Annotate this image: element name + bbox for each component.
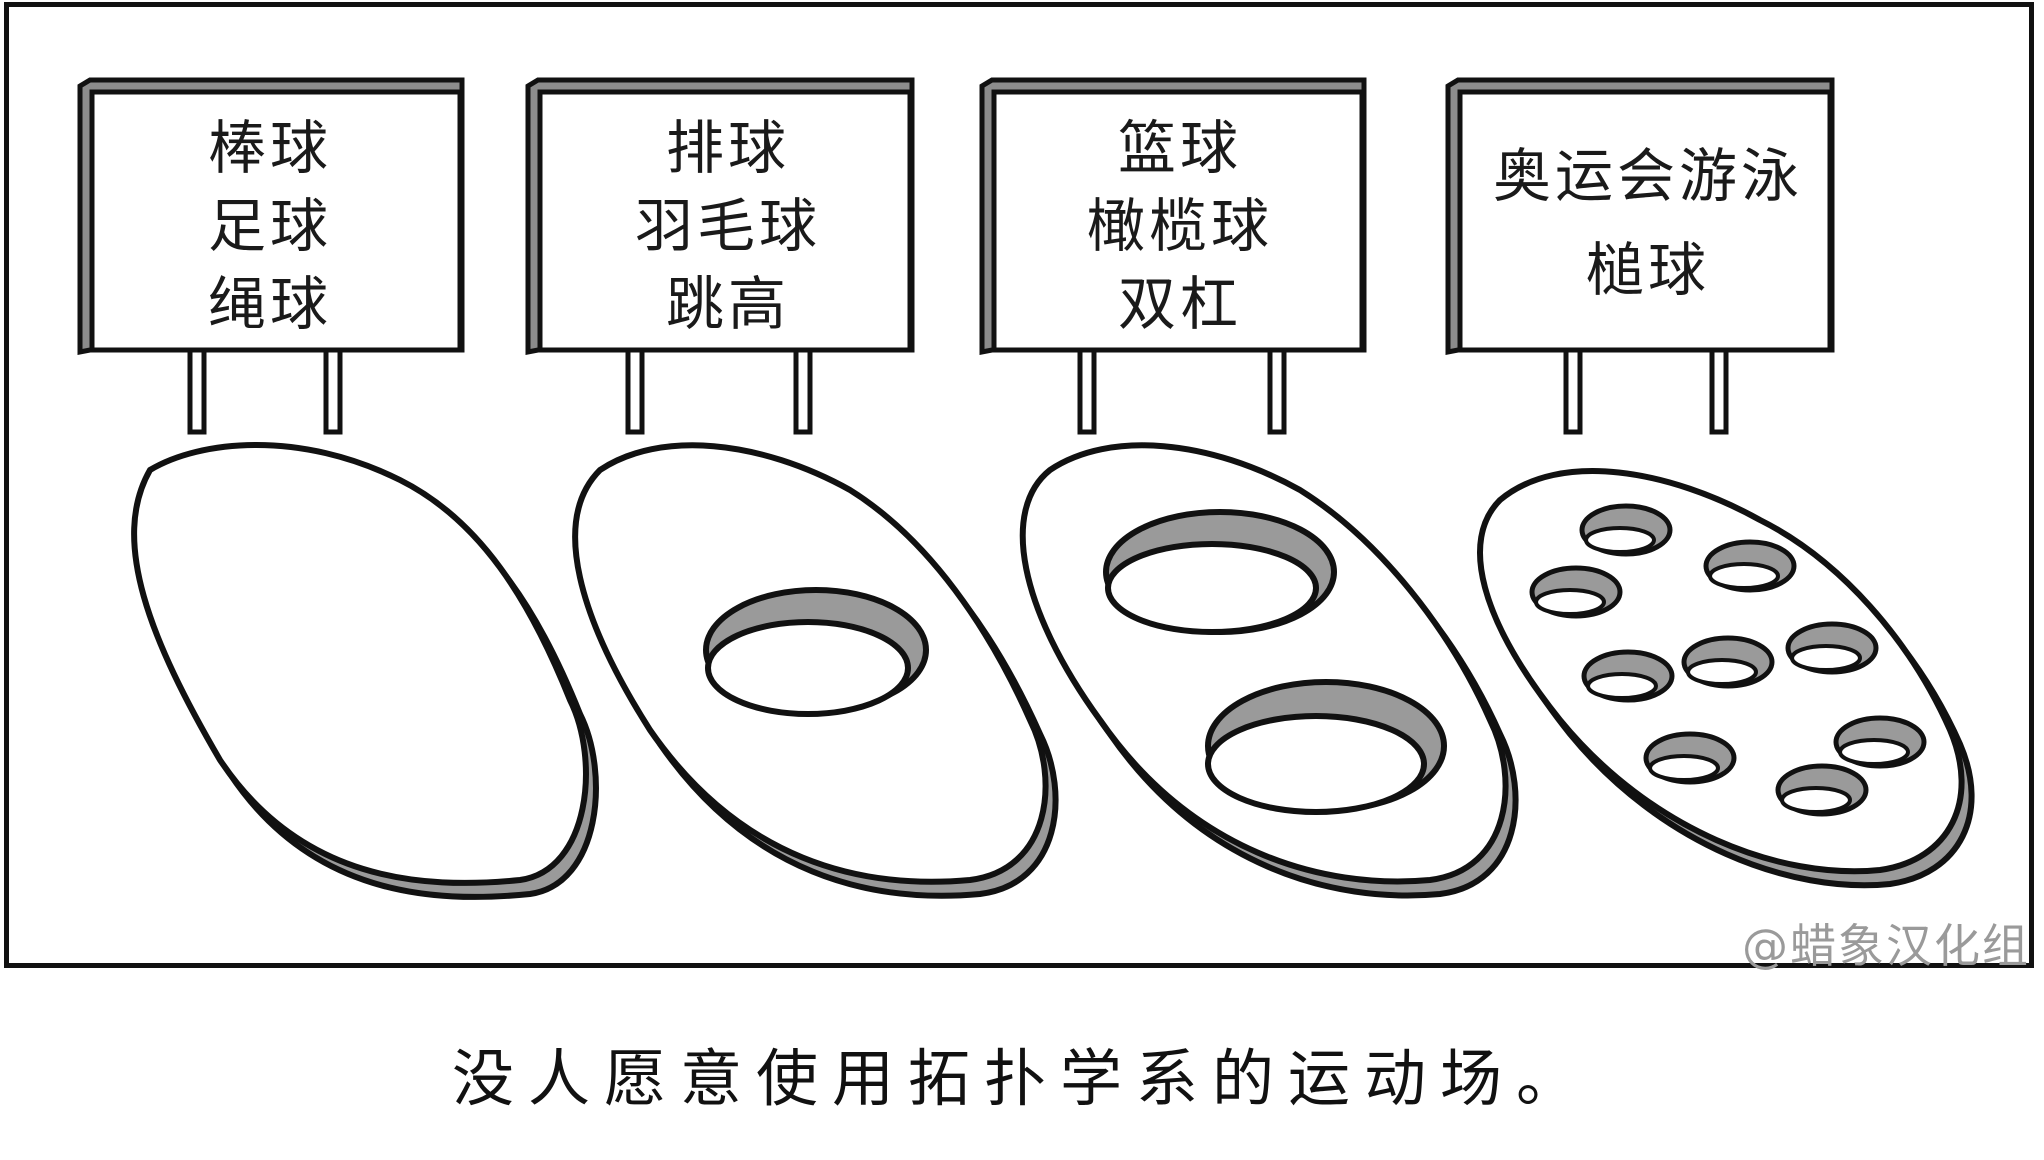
- sign-4-post-right: [1709, 337, 1729, 435]
- small-holes: [1529, 503, 1927, 817]
- sign-2-line-3: 跳高: [666, 270, 790, 338]
- small-hole-7: [1838, 738, 1910, 766]
- sign-2-line-1: 排球: [666, 114, 790, 182]
- small-hole-8: [1648, 754, 1720, 782]
- sign-1: 棒球 足球 绳球: [77, 77, 465, 435]
- sign-4-board: [1457, 89, 1833, 353]
- sign-4-line-2: 槌球: [1586, 236, 1710, 304]
- small-hole-9: [1780, 786, 1852, 814]
- sign-2-board: [537, 89, 913, 353]
- small-hole-6: [1586, 672, 1658, 700]
- small-hole-2: [1708, 562, 1780, 590]
- sign-1-post-right: [323, 337, 343, 435]
- sign-4-post-left: [1563, 337, 1583, 435]
- small-hole-1: [1584, 526, 1656, 554]
- sign-3-post-left: [1077, 337, 1097, 435]
- sign-1-board: [89, 89, 463, 353]
- watermark: @蜡象汉化组: [1742, 919, 2030, 973]
- field-many-holes: [1477, 468, 1975, 889]
- hole-2b: [1205, 713, 1427, 815]
- sign-1-line-3: 绳球: [208, 270, 332, 338]
- caption: 没人愿意使用拓扑学系的运动场。: [451, 1042, 1592, 1115]
- sign-3-board: [991, 89, 1365, 353]
- sign-3: 篮球 橄榄球 双杠: [979, 77, 1367, 435]
- field-two-holes-surface: [1019, 442, 1509, 885]
- sign-4-line-1: 奥运会游泳: [1493, 142, 1803, 210]
- sign-1-post-left: [187, 337, 207, 435]
- sign-3-line-2: 橄榄球: [1087, 192, 1273, 260]
- small-hole-5: [1686, 658, 1758, 686]
- hole-1: [705, 619, 911, 717]
- small-hole-3: [1534, 588, 1606, 616]
- field-solid: [131, 442, 599, 900]
- field-solid-surface: [131, 442, 589, 886]
- field-one-hole: [572, 442, 1059, 899]
- sign-2-post-left: [625, 337, 645, 435]
- sign-3-line-1: 篮球: [1118, 114, 1242, 182]
- sign-2-line-2: 羽毛球: [635, 192, 821, 260]
- sign-4: 奥运会游泳 槌球: [1445, 77, 1835, 435]
- sign-1-line-1: 棒球: [208, 114, 332, 182]
- small-hole-4: [1790, 644, 1862, 672]
- sign-2: 排球 羽毛球 跳高: [525, 77, 915, 435]
- field-two-holes: [1019, 442, 1519, 899]
- hole-2a: [1105, 541, 1319, 635]
- sign-1-line-2: 足球: [208, 192, 332, 260]
- sign-2-post-right: [793, 337, 813, 435]
- sign-3-post-right: [1267, 337, 1287, 435]
- sign-3-line-3: 双杠: [1118, 270, 1242, 338]
